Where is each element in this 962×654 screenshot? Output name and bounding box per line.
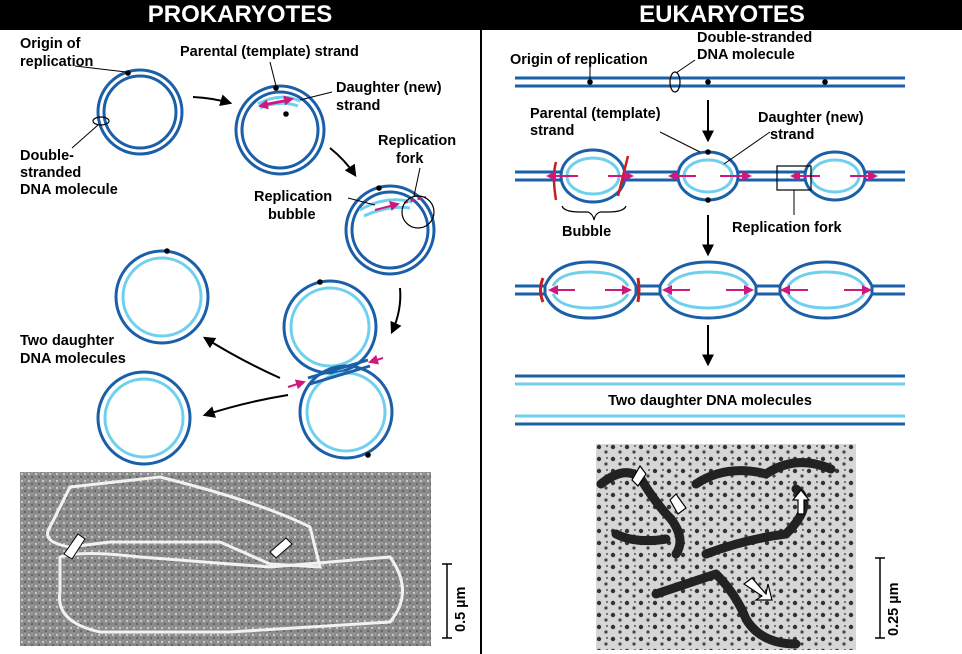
euk-label-parental-1: Parental (template) [530, 106, 661, 122]
prok-label-two-2: DNA molecules [20, 351, 126, 367]
euk-row-3 [515, 262, 905, 318]
prok-circle-1 [93, 70, 182, 154]
euk-label-parental-2: strand [530, 123, 574, 139]
prok-label-fork-1: Replication [378, 133, 456, 149]
prok-label-ds-2: stranded [20, 165, 81, 181]
euk-scale-label: 0.25 µm [886, 583, 902, 637]
prok-daughter-bottom [98, 372, 190, 464]
euk-label-fork: Replication fork [732, 220, 843, 236]
prok-label-bubble-1: Replication [254, 189, 332, 205]
prok-circle-3 [346, 185, 434, 274]
prok-label-ds-3: DNA molecule [20, 182, 118, 198]
prok-label-two-1: Two daughter [20, 333, 114, 349]
prok-label-fork-2: fork [396, 151, 424, 167]
euk-label-ds-1: Double-stranded [697, 30, 812, 46]
prokaryote-micrograph [20, 472, 431, 646]
eukaryote-micrograph [596, 444, 856, 650]
prok-label-origin-1: Origin of [20, 36, 81, 52]
prok-scale-label: 0.5 µm [453, 587, 469, 632]
prok-label-daughter-1: Daughter (new) [336, 80, 442, 96]
prokaryotes-title: PROKARYOTES [0, 0, 480, 30]
eukaryotes-title: EUKARYOTES [482, 0, 962, 30]
prok-circle-2 [236, 85, 324, 174]
euk-label-two: Two daughter DNA molecules [608, 393, 812, 409]
prokaryotes-panel: Origin of replication Parental (template… [0, 30, 480, 654]
prok-daughter-top [116, 248, 208, 343]
prok-label-origin-2: replication [20, 54, 93, 70]
prok-label-daughter-2: strand [336, 98, 380, 114]
euk-label-daughter-2: strand [770, 127, 814, 143]
euk-row-1 [515, 72, 905, 92]
prok-label-ds-1: Double- [20, 148, 74, 164]
prok-figure-eight [284, 279, 392, 458]
euk-label-ds-2: DNA molecule [697, 47, 795, 63]
euk-label-daughter-1: Daughter (new) [758, 110, 864, 126]
prok-label-bubble-2: bubble [268, 207, 316, 223]
eukaryotes-panel: Origin of replication Double-stranded DN… [482, 30, 962, 654]
euk-label-origin: Origin of replication [510, 52, 648, 68]
euk-row-2 [515, 149, 905, 203]
prok-label-parental: Parental (template) strand [180, 44, 359, 60]
euk-label-bubble: Bubble [562, 224, 611, 240]
